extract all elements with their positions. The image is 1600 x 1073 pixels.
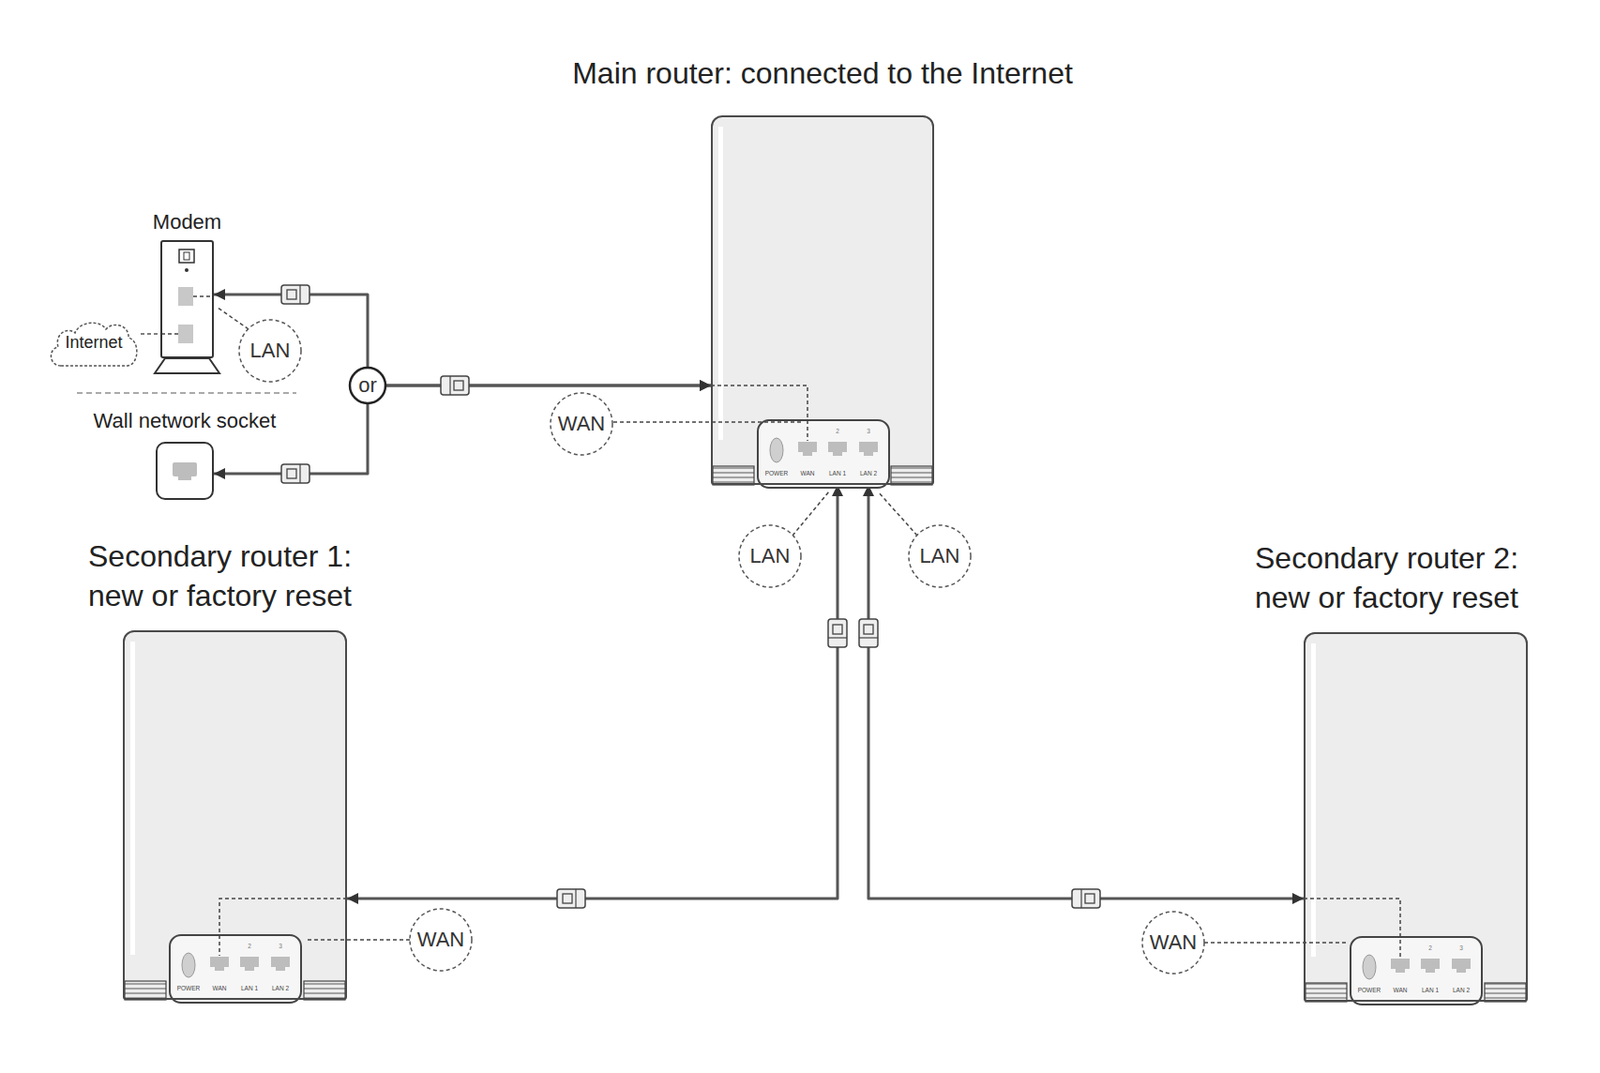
wall-socket: Wall network socket: [155, 441, 214, 500]
dashed-leaders: [217, 307, 1401, 958]
cable-connector: [140, 332, 161, 335]
port-label: WAN: [800, 470, 816, 478]
router-secondary: Secondary router 1: new or factory reset: [122, 630, 348, 1000]
node-heading: Wall network socket: [93, 408, 277, 434]
or-label: or: [358, 375, 378, 396]
callout-label: WAN: [558, 413, 606, 435]
router-secondary: Secondary router 2: new or factory reset: [1303, 632, 1528, 1002]
port-label: LAN 1: [829, 470, 846, 478]
cable-connector: [213, 385, 711, 474]
port-label: 3: [866, 428, 871, 436]
modem-ports: [162, 241, 212, 357]
cable-plugs: [281, 285, 1101, 908]
port-label: LAN 2: [271, 985, 289, 993]
callout-label: WAN: [417, 929, 466, 951]
callout-label: WAN: [1149, 932, 1198, 953]
internet-cloud: Internet: [46, 316, 141, 370]
port-label: LAN 2: [860, 470, 877, 478]
highlight: [1311, 643, 1316, 957]
socket-port: [157, 443, 212, 499]
port-label: 3: [278, 943, 283, 951]
port-panels: [169, 420, 1482, 1005]
highlight: [718, 126, 724, 440]
port-label: 2: [247, 943, 252, 951]
callout-label: LAN: [250, 340, 291, 362]
port-label: WAN: [1393, 987, 1408, 995]
port-label: 2: [835, 428, 840, 436]
port-label: 3: [1459, 945, 1464, 952]
node-label: Internet: [64, 332, 122, 354]
port-label: LAN 1: [241, 985, 258, 993]
node-heading: Secondary router 2: new or factory reset: [1254, 538, 1537, 618]
port-label: LAN 2: [1452, 987, 1470, 995]
or-junction: [349, 367, 386, 404]
node-heading: Secondary router 1: new or factory reset: [88, 536, 370, 616]
cable-connector: [213, 294, 711, 386]
router-main: Main router: connected to the Internet: [710, 115, 935, 485]
separator-line: [76, 392, 297, 394]
port-label: 2: [1428, 945, 1433, 952]
port-label: POWER: [1358, 987, 1382, 995]
port-label: LAN 1: [1421, 987, 1439, 995]
node-heading: Main router: connected to the Internet: [572, 55, 1073, 91]
modem-base: [154, 358, 220, 374]
port-label: POWER: [765, 470, 789, 478]
port-label: POWER: [177, 985, 201, 993]
modem: Modem: [160, 240, 214, 359]
node-heading: Modem: [152, 210, 222, 235]
callout-label: LAN: [750, 545, 791, 567]
cable-connector: [347, 484, 838, 899]
callout-circles: [239, 319, 1205, 974]
callout-label: LAN: [920, 545, 961, 567]
highlight: [130, 641, 136, 955]
port-label: WAN: [212, 985, 227, 993]
cable-connector: [868, 484, 1304, 899]
